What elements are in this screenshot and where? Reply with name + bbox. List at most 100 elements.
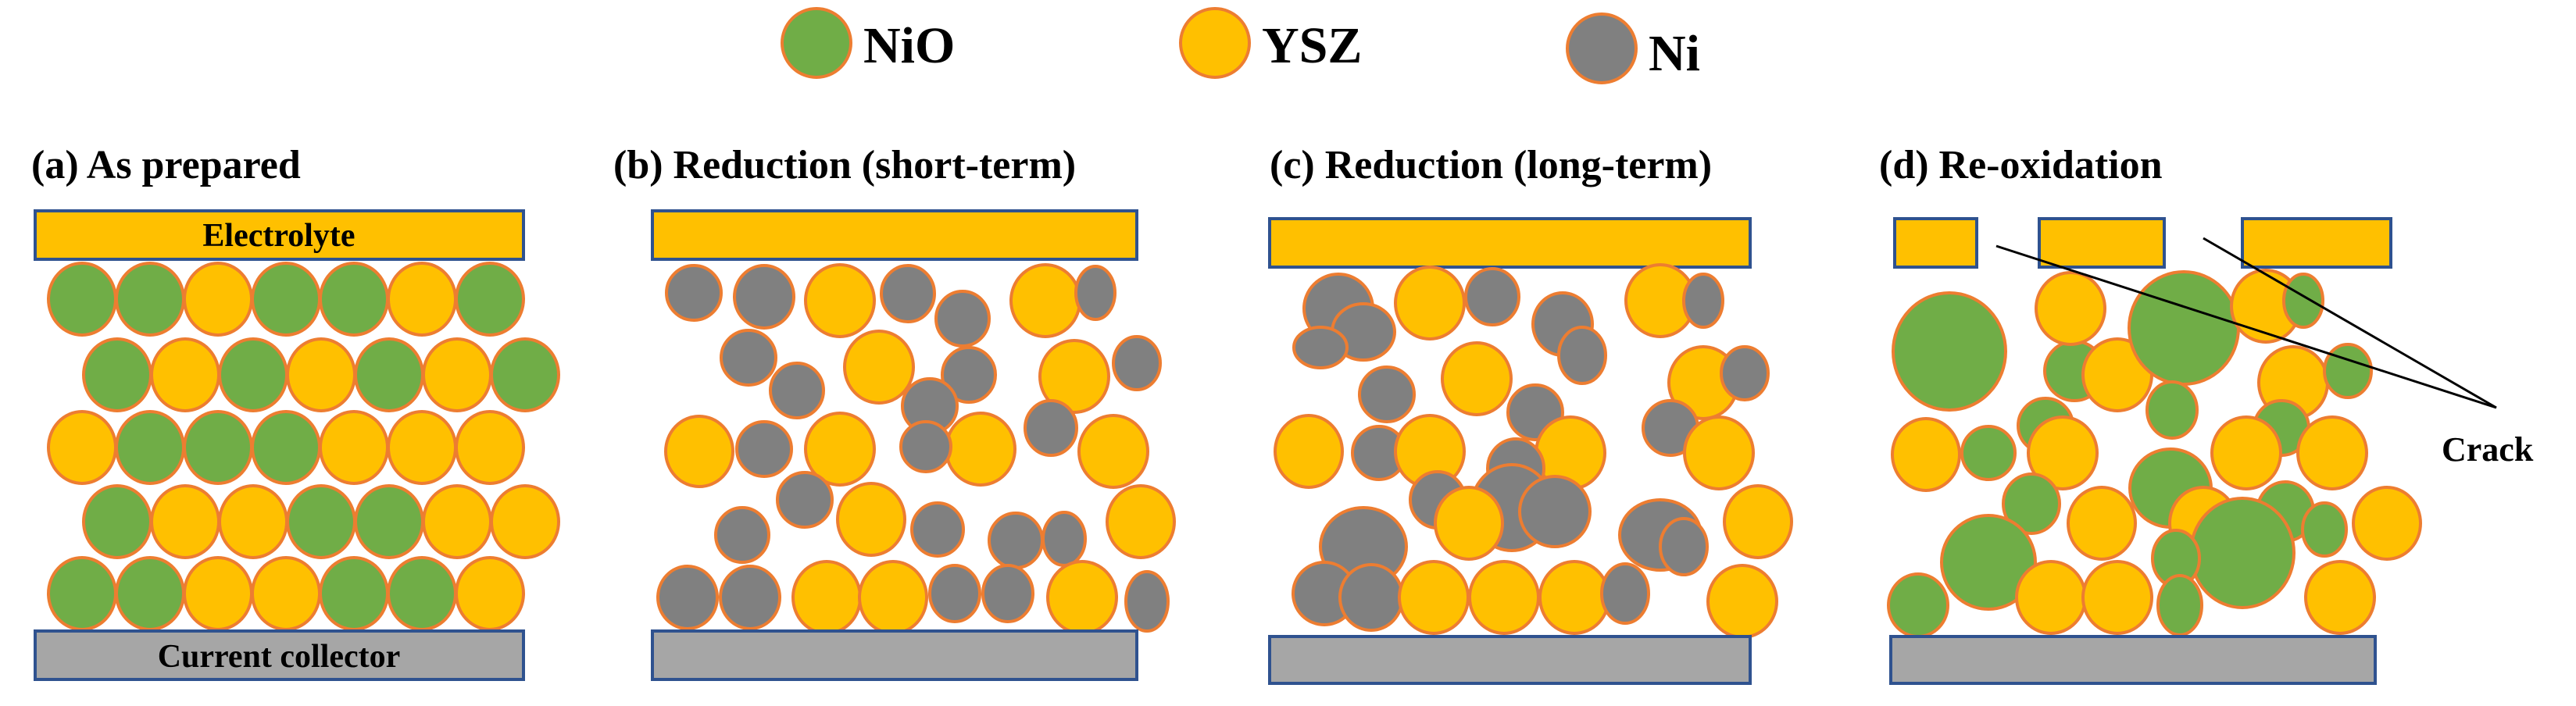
current-collector-layer (34, 629, 525, 681)
ni-particle (1557, 326, 1607, 385)
panel-a: Electrolyte Current collector (34, 209, 560, 681)
electrolyte-fragment-left (1893, 217, 1978, 269)
electrolyte-fragment-middle (2038, 217, 2166, 269)
ysz-particle (858, 560, 928, 635)
ysz-particle (183, 556, 253, 631)
current-collector-layer (1889, 635, 2377, 685)
nio-particle (251, 262, 321, 337)
nio-particle (1892, 291, 2007, 412)
ni-particle (733, 264, 795, 330)
ni-particle (1659, 517, 1709, 576)
nio-particle (1887, 572, 1949, 638)
ysz-particle (2210, 415, 2282, 490)
nio-particle (82, 484, 152, 559)
ni-particle (1292, 326, 1349, 369)
ysz-particle (1441, 341, 1513, 416)
current-collector-layer (651, 629, 1138, 681)
ysz-particle (1046, 560, 1118, 635)
ysz-particle (1394, 266, 1466, 341)
legend: NiO YSZ Ni (781, 7, 1700, 84)
ysz-particle (422, 484, 492, 559)
ni-particle (656, 565, 719, 630)
electrolyte-layer (651, 209, 1138, 261)
ni-particle (880, 264, 936, 323)
ysz-particle (183, 262, 253, 337)
ysz-particle (2352, 486, 2422, 561)
nio-particle (2145, 380, 2199, 440)
panel-c (1268, 217, 1793, 685)
ysz-particle (836, 482, 906, 557)
ysz-particle (1009, 263, 1081, 338)
panel-d-particles (1887, 269, 2422, 638)
panel-c-particles (1274, 263, 1793, 639)
ysz-particle (150, 337, 220, 412)
nio-particle (286, 484, 356, 559)
ysz-particle (2035, 271, 2106, 346)
ysz-particle (1106, 484, 1176, 559)
ni-particle (1464, 267, 1520, 326)
ysz-particle (286, 337, 356, 412)
panel-b-title: (b) Reduction (short-term) (613, 143, 1076, 187)
panel-b-particles (656, 263, 1176, 635)
ni-particle (735, 420, 793, 478)
nio-particle (2301, 501, 2348, 558)
nio-particle (2002, 472, 2061, 535)
ni-particle (1041, 511, 1087, 567)
nio-particle (1960, 425, 2017, 481)
ni-particle (1112, 335, 1162, 391)
ni-particle (910, 501, 965, 558)
nio-particle (2282, 273, 2324, 329)
nio-particle (115, 262, 185, 337)
ysz-particle (945, 412, 1016, 487)
ni-particle (719, 565, 781, 630)
legend-ysz-swatch (1179, 7, 1251, 79)
crack-pointer-line (1995, 244, 2497, 409)
nio-particle (82, 337, 152, 412)
ysz-particle (422, 337, 492, 412)
nio-particle (115, 556, 185, 631)
ysz-particle (387, 262, 457, 337)
ni-particle (714, 506, 770, 564)
legend-nio-label: NiO (863, 17, 955, 74)
nio-particle (455, 262, 525, 337)
ysz-particle (1077, 414, 1149, 489)
nio-particle (2156, 574, 2203, 636)
nio-particle (2189, 497, 2296, 609)
ysz-particle (490, 484, 560, 559)
nio-particle (354, 337, 424, 412)
ni-particle (981, 564, 1034, 623)
ysz-particle (2015, 560, 2087, 635)
panel-d-title: (d) Re-oxidation (1879, 143, 2163, 187)
ysz-particle (791, 560, 862, 635)
ni-particle (941, 346, 997, 404)
ysz-particle (804, 412, 876, 487)
ni-particle (769, 362, 825, 419)
ysz-particle (1468, 560, 1540, 635)
ni-particle (1074, 265, 1117, 321)
electrolyte-label: Electrolyte (202, 218, 355, 254)
ni-particle (1024, 399, 1078, 457)
ysz-particle (1398, 560, 1470, 635)
nio-particle (115, 410, 185, 485)
ysz-particle (843, 330, 915, 405)
ysz-particle (804, 263, 876, 338)
panel-b (651, 209, 1176, 681)
current-collector-label: Current collector (158, 639, 401, 675)
ni-particle (665, 264, 723, 322)
ysz-particle (251, 556, 321, 631)
ysz-particle (1434, 486, 1504, 561)
legend-ni-label: Ni (1649, 25, 1700, 82)
ni-particle (988, 512, 1044, 569)
nio-particle (183, 410, 253, 485)
ysz-particle (1706, 564, 1778, 639)
nio-particle (490, 337, 560, 412)
nio-particle (354, 484, 424, 559)
ni-particle (1682, 273, 1724, 329)
ysz-particle (387, 410, 457, 485)
crack-pointer-line (2203, 237, 2497, 409)
ni-particle (776, 471, 834, 529)
panel-a-particles (47, 262, 560, 631)
ysz-particle (2067, 486, 2137, 561)
ysz-particle (2081, 560, 2153, 635)
